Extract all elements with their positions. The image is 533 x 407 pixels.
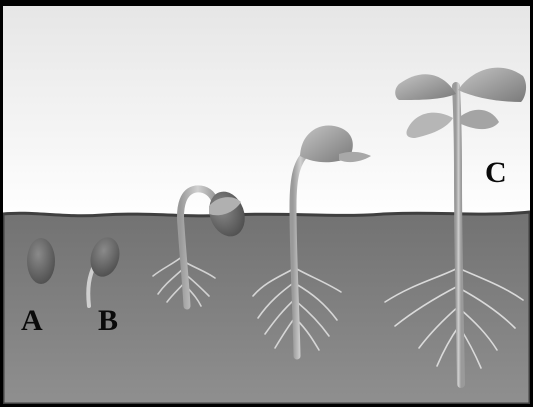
label-b: B xyxy=(98,306,118,336)
germination-illustration xyxy=(3,6,530,404)
seed-stage-a xyxy=(27,238,55,284)
sky xyxy=(3,6,530,221)
label-a: A xyxy=(21,306,43,336)
label-c: C xyxy=(485,158,507,188)
